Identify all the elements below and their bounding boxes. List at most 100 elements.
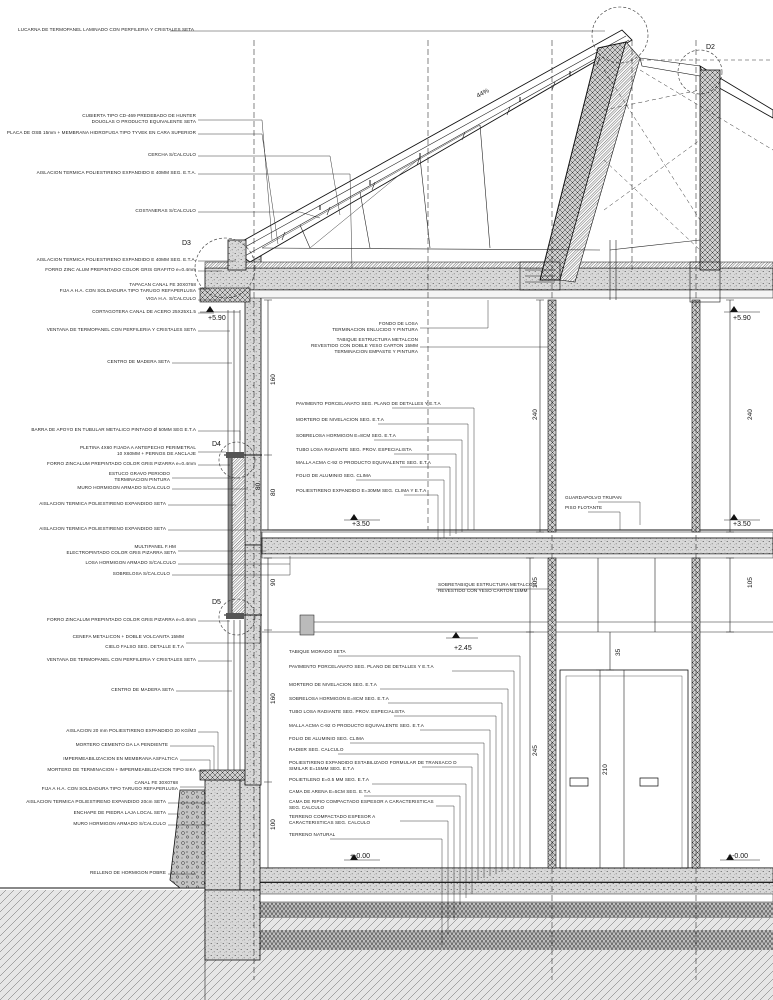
annotation-label: TABIQUE ESTRUCTURA METALCON bbox=[337, 337, 418, 342]
dimension-texts: 160 240 240 80 80 90 105 105 160 35 245 … bbox=[255, 374, 754, 830]
dimension-value: 105 bbox=[532, 577, 539, 588]
annotation-label: MORTERO DE TERMINACION + IMPERMEABILIZAC… bbox=[47, 767, 196, 772]
annotation-label: FORRO ZINCALUM PREPINTADO COLOR GRIS PIZ… bbox=[47, 461, 196, 466]
dimension-value: 105 bbox=[747, 577, 754, 588]
annotation-label: SOBRELOSA HORMIGON E=8CM SEG. E.T.A bbox=[296, 433, 397, 438]
annotation-label: TERMINACION ENLUCIDO Y PINTURA bbox=[332, 327, 419, 332]
annotation-label: RELLENO DE HORMIGON POBRE bbox=[90, 870, 166, 875]
level-label: +-0.00 bbox=[728, 853, 748, 860]
annotation-label: LOSA HORMIGON ARMADO S/CALCULO bbox=[85, 560, 176, 565]
dimension-value: 80 bbox=[255, 482, 262, 490]
annotation-label: VIGA H.A. S/CALCULO bbox=[146, 296, 196, 301]
roof: 44% bbox=[227, 29, 773, 283]
annotation-label: CERCHA S/CALCULO bbox=[148, 152, 196, 157]
annotation-label: PAVIMENTO PORCELANATO SEG. PLANO DE DETA… bbox=[296, 401, 442, 406]
left-leaders bbox=[168, 30, 605, 875]
annotation-label: SEG. CALCULO bbox=[289, 805, 324, 810]
annotation-label: AISLACION TERMICA POLIESTIRENO EXPANDIDO… bbox=[26, 799, 167, 804]
annotation-label: CORTAGOTERA CANAL DE ACERO 25X25X1.5 bbox=[92, 309, 196, 314]
annotation-label: LUCARNA DE TERMOPANEL LAMINADO CON PERFI… bbox=[18, 27, 195, 32]
ground-layers bbox=[0, 867, 773, 1000]
annotation-label: SIMILAR E=15MM SEG. E.T.A bbox=[289, 766, 355, 771]
annotation-label: TERRENO NATURAL bbox=[289, 832, 336, 837]
annotation-label: VENTANA DE TERMOPANEL CON PERFILERIA Y C… bbox=[47, 327, 197, 332]
annotation-label: CENTRO DE MADERA SETA bbox=[111, 687, 175, 692]
annotation-label: CENTRO DE MADERA SETA bbox=[107, 359, 171, 364]
level-label: +3.50 bbox=[352, 521, 370, 528]
annotation-label: AISLACION TERMICA POLIESTIRENO EXPANDIDO… bbox=[39, 501, 167, 506]
annotation-label: CAMA DE RIPIO COMPACTADO ESPESOR A CARAC… bbox=[289, 799, 434, 804]
left-wall bbox=[224, 244, 262, 786]
annotation-label: FORRO ZINCALUM PREPINTADO COLOR GRIS PIZ… bbox=[47, 617, 196, 622]
annotation-label: POLIESTIRENO EXPANDIDO ESTABILIZADO FORM… bbox=[289, 760, 457, 765]
annotation-label: 10 X60MM + PERNOS DE ANCLAJE bbox=[117, 451, 196, 456]
annotation-label: POLIETILENO E=0.5 MM SEG. E.T.A bbox=[289, 777, 370, 782]
annotation-label: MORTERO DE NIVELACION SEG. E.T.A bbox=[296, 417, 385, 422]
annotation-label: SOBRETABIQUE ESTRUCTURA METALCON bbox=[438, 582, 536, 587]
detail-callouts: D2 D3 D4 D5 bbox=[182, 6, 723, 636]
annotation-label: PLETINA 4X60 FIJADA A ANTEPECHO PERIMETR… bbox=[80, 445, 196, 450]
annotation-label: MALLA ACMA C-92 O PRODUCTO EQUIVALENTE S… bbox=[296, 460, 432, 465]
annotation-label: IMPERMEABILIZACION EN MEMBRANA ASFALTICA bbox=[63, 756, 179, 761]
annotation-label: GUARDAPOLVO TRUPAN bbox=[565, 495, 622, 500]
dimension-value: 240 bbox=[747, 409, 754, 420]
annotation-label: CENEFA METALICON + DOBLE VOLCANITA 15MM bbox=[73, 634, 184, 639]
annotation-label: TUBO LOSA RADIANTE SEG. PROV. ESPECIALIS… bbox=[289, 709, 406, 714]
annotation-label: MALLA ACMA C-92 O PRODUCTO EQUIVALENTE S… bbox=[289, 723, 425, 728]
annotation-label: CAMA DE ARENA E=5CM SEG. E.T.A bbox=[289, 789, 371, 794]
level-label: +-0.00 bbox=[350, 853, 370, 860]
grid-axes bbox=[253, 40, 697, 980]
annotation-label: CUBIERTA TIPO CD-469 PREDEBADO DE HUNTER bbox=[82, 113, 196, 118]
annotation-label: PAVIMENTO PORCELANATO SEG. PLANO DE DETA… bbox=[289, 664, 435, 669]
level-label: +5.90 bbox=[733, 315, 751, 322]
annotation-label: RADIER SEG. CALCULO bbox=[289, 747, 344, 752]
dimension-value: 210 bbox=[602, 764, 609, 775]
detail-d5: D5 bbox=[212, 599, 221, 606]
annotation-label: SOBRELOSA HORMIGON E=8CM SEG. E.T.A bbox=[289, 696, 390, 701]
annotation-label: DOUGLAS O PRODUCTO EQUIVALENTE SETA bbox=[92, 119, 197, 124]
dimension-value: 160 bbox=[270, 374, 277, 385]
annotation-label: AISLACION TERMICA POLIESTIRENO EXPANDIDO… bbox=[37, 257, 196, 262]
annotation-label: PLACA DE OSB 15mm + MEMBRANA HIDROFUGA T… bbox=[7, 130, 197, 135]
level-label: +5.90 bbox=[208, 315, 226, 322]
annotation-label: VENTANA DE TERMOPANEL CON PERFILERIA Y C… bbox=[47, 657, 197, 662]
middle-slab bbox=[261, 529, 773, 636]
level-markers: +5.90 +5.90 +3.50 +3.50 +2.45 +-0.00 +-0… bbox=[200, 306, 760, 861]
detail-d4: D4 bbox=[212, 441, 221, 448]
detail-d2: D2 bbox=[706, 44, 715, 51]
annotation-label: TERMINACION PINTURA bbox=[115, 477, 171, 482]
annotation-label: FIJA A H.A. CON SOLDADURA TIPO TARUGO RE… bbox=[42, 786, 179, 791]
annotation-label: FORRO ZINC ALUM PREPINTADO COLOR GRIS GR… bbox=[45, 267, 196, 272]
annotation-label: MURO HORMIGON ARMADO S/CALCULO bbox=[77, 485, 170, 490]
dimension-value: 80 bbox=[270, 488, 277, 496]
annotation-label: PISO FLOTANTE bbox=[565, 505, 602, 510]
dimension-value: 240 bbox=[532, 409, 539, 420]
annotation-label: FONDO DE LOSA bbox=[379, 321, 419, 326]
annotation-label: AISLACION 20 mm POLIESTIRENO EXPANDIDO 2… bbox=[66, 728, 196, 733]
annotation-label: SOBRELOSA S/CALCULO bbox=[113, 571, 171, 576]
left-annotation-texts: LUCARNA DE TERMOPANEL LAMINADO CON PERFI… bbox=[7, 27, 197, 875]
annotation-label: AISLACION TERMICA POLIESTIRENO EXPANDIDO… bbox=[37, 170, 196, 175]
annotation-label: MURO HORMIGON ARMADO S/CALCULO bbox=[73, 821, 166, 826]
partitions bbox=[547, 299, 701, 869]
annotation-label: MORTERO DE NIVELACION SEG. E.T.A bbox=[289, 682, 378, 687]
slab-edge-details bbox=[519, 240, 721, 303]
annotation-label: BARRA DE APOYO EN TUBULAR METALICO PINTA… bbox=[31, 427, 197, 432]
dimension-value: 90 bbox=[270, 578, 277, 586]
annotation-label: REVESTIDO CON YESO CARTON 15MM bbox=[438, 588, 528, 593]
annotation-label: TERRENO COMPACTADO ESPESOR A bbox=[289, 814, 376, 819]
upper-slab bbox=[199, 261, 773, 303]
annotation-label: AISLACION TERMICA POLIESTIRENO EXPANDIDO… bbox=[39, 526, 167, 531]
annotation-label: CIELO FALSO SEG. DETALLE E.T.A bbox=[105, 644, 185, 649]
annotation-label: ELECTROPINTADO COLOR GRIS PIZARRA SETA bbox=[66, 550, 176, 555]
annotation-label: TUBO LOSA RADIANTE SEG. PROV. ESPECIALIS… bbox=[296, 447, 413, 452]
dimension-value: 35 bbox=[615, 648, 622, 656]
roof-slope-label: 44% bbox=[476, 87, 491, 100]
annotation-label: CARACTERISTICAS SEG. CALCULO bbox=[289, 820, 370, 825]
detail-d3: D3 bbox=[182, 240, 191, 247]
annotation-label: COSTANERAS S/CALCULO bbox=[135, 208, 196, 213]
annotation-label: ENCHAPE DE PIEDRA LAJA LOCAL SETA bbox=[74, 810, 167, 815]
annotation-label: MORTERO CEMENTO DA LA PENDIENTE bbox=[76, 742, 168, 747]
annotation-label: FOLIO DE ALUMINIO SEG. CLIMA bbox=[296, 473, 372, 478]
